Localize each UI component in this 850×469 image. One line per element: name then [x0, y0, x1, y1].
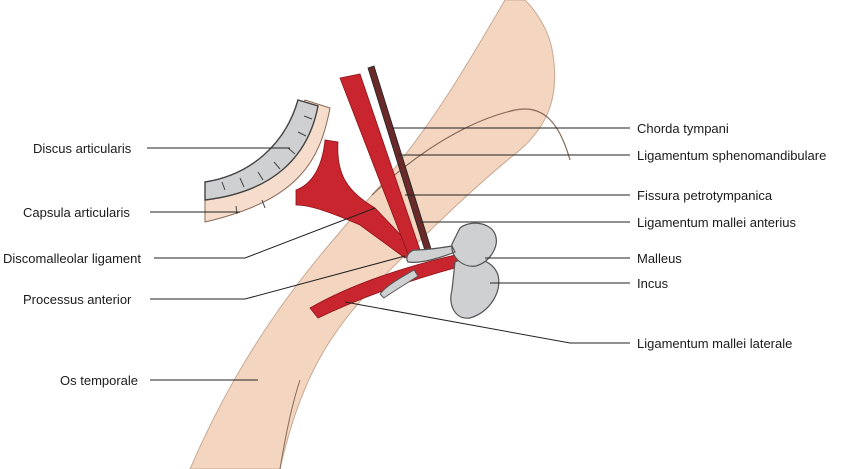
label-os-temporale: Os temporale	[60, 373, 139, 388]
label-ligamentum-mallei-laterale: Ligamentum mallei laterale	[637, 336, 793, 351]
processus-anterior-shape	[379, 269, 419, 299]
bone-lower-contour	[279, 379, 301, 469]
leader-processus	[150, 255, 406, 300]
label-chorda-tympani: Chorda tympani	[637, 121, 729, 136]
label-fissura-petrotympanica: Fissura petrotympanica	[637, 188, 773, 203]
label-discomalleolar-ligament: Discomalleolar ligament	[3, 251, 141, 266]
leader-discomalleolar	[154, 207, 376, 259]
discus-articularis-shape	[204, 99, 319, 201]
leader-lines	[147, 127, 630, 381]
label-capsula-articularis: Capsula articularis	[23, 205, 130, 220]
label-ligamentum-mallei-anterius: Ligamentum mallei anterius	[637, 215, 796, 230]
label-processus-anterior: Processus anterior	[23, 292, 132, 307]
incus-shape	[450, 257, 500, 319]
discus-ticks	[221, 115, 313, 215]
label-discus-articularis: Discus articularis	[33, 141, 132, 156]
label-incus: Incus	[637, 276, 669, 291]
leader-mallei-laterale	[344, 301, 630, 344]
discomalleolar-ligament-shape	[295, 139, 416, 259]
malleus-shape	[406, 222, 497, 267]
label-malleus: Malleus	[637, 251, 682, 266]
label-ligamentum-sphenomandibulare: Ligamentum sphenomandibulare	[637, 148, 827, 163]
